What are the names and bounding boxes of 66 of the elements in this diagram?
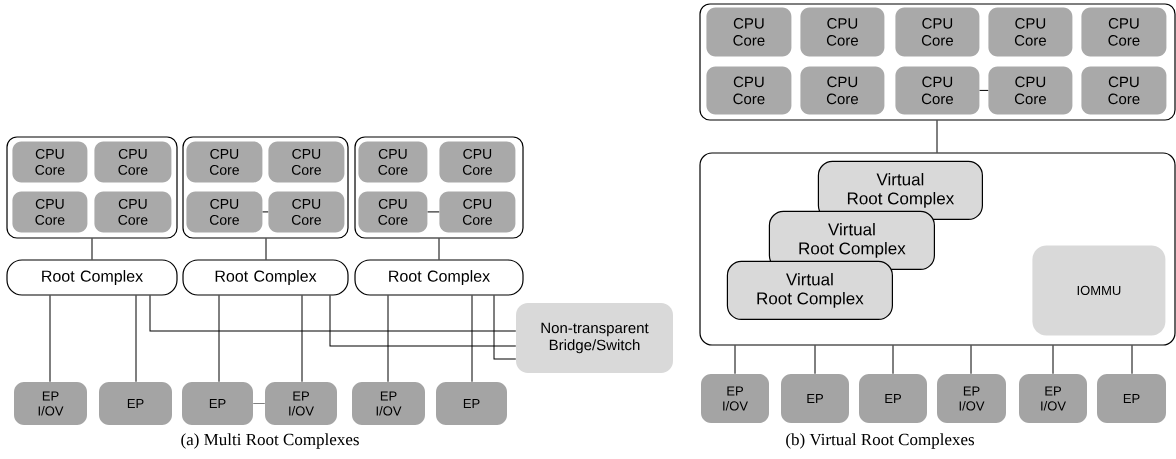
endpoint-box: EP I/OV (701, 374, 769, 423)
connector-line (329, 295, 517, 347)
connector-line (1131, 345, 1133, 375)
cpu-core-box: CPU Core (800, 66, 885, 115)
cpu-core-box: CPU Core (706, 7, 792, 57)
connector-line (493, 295, 517, 360)
connector-line (970, 345, 972, 375)
cpu-core-box: CPU Core (268, 141, 345, 183)
connector-line (135, 295, 137, 383)
cpu-core-box: CPU Core (12, 191, 88, 233)
endpoint-box: EP (781, 374, 849, 423)
endpoint-box: EP I/OV (265, 382, 337, 425)
connector-line (301, 295, 303, 383)
connector-line (218, 295, 220, 383)
endpoint-box: EP I/OV (937, 374, 1006, 423)
cpu-core-box: CPU Core (94, 191, 172, 233)
iommu-box: IOMMU (1032, 245, 1166, 336)
cpu-core-box: CPU Core (895, 7, 980, 57)
cpu-core-box: CPU Core (358, 141, 428, 183)
cpu-core-box: CPU Core (358, 191, 428, 233)
cpu-core-box: CPU Core (895, 66, 980, 115)
cpu-core-box: CPU Core (800, 7, 885, 57)
connector-line (427, 211, 440, 213)
connector-line (387, 295, 389, 383)
virtual-root-complex-box: Virtual Root Complex (726, 260, 893, 320)
cpu-core-box: CPU Core (988, 7, 1073, 57)
cpu-core-box: CPU Core (439, 191, 516, 233)
root-complex-box: Root Complex (354, 259, 524, 296)
endpoint-box: EP (182, 382, 253, 425)
connector-line (936, 120, 938, 153)
endpoint-box: EP I/OV (352, 382, 425, 425)
cpu-core-box: CPU Core (1081, 7, 1167, 57)
connector-line (91, 238, 93, 260)
connector-line (979, 89, 989, 91)
connector-line (734, 345, 736, 375)
endpoint-box: EP I/OV (14, 382, 87, 425)
connector-line (149, 295, 517, 332)
bridge-box: Non-transparent Bridge/Switch (516, 303, 673, 373)
connector-line (438, 238, 440, 260)
connector-line (49, 295, 51, 383)
cpu-core-box: CPU Core (268, 191, 345, 233)
caption-text: (a) Multi Root Complexes (181, 433, 359, 449)
endpoint-box: EP (1097, 374, 1166, 423)
connector-line (252, 403, 266, 404)
cpu-core-box: CPU Core (1081, 66, 1167, 115)
virtual-root-complex-box: Virtual Root Complex (817, 160, 983, 220)
cpu-core-box: CPU Core (94, 141, 172, 183)
root-complex-box: Root Complex (6, 259, 178, 296)
connector-line (1052, 345, 1054, 375)
endpoint-box: EP I/OV (1019, 374, 1087, 423)
caption-text: (b) Virtual Root Complexes (786, 433, 975, 449)
connector-line (262, 211, 269, 213)
cpu-core-box: CPU Core (186, 191, 263, 233)
cpu-core-box: CPU Core (706, 66, 792, 115)
cpu-core-box: CPU Core (988, 66, 1073, 115)
connector-line (265, 238, 267, 260)
endpoint-box: EP (859, 374, 927, 423)
endpoint-box: EP (99, 382, 172, 425)
cpu-core-box: CPU Core (439, 141, 516, 183)
connector-line (814, 345, 816, 375)
connector-line (471, 295, 473, 383)
cpu-core-box: CPU Core (12, 141, 88, 183)
connector-line (892, 345, 894, 375)
cpu-core-box: CPU Core (186, 141, 263, 183)
endpoint-box: EP (436, 382, 507, 425)
root-complex-box: Root Complex (182, 259, 349, 296)
